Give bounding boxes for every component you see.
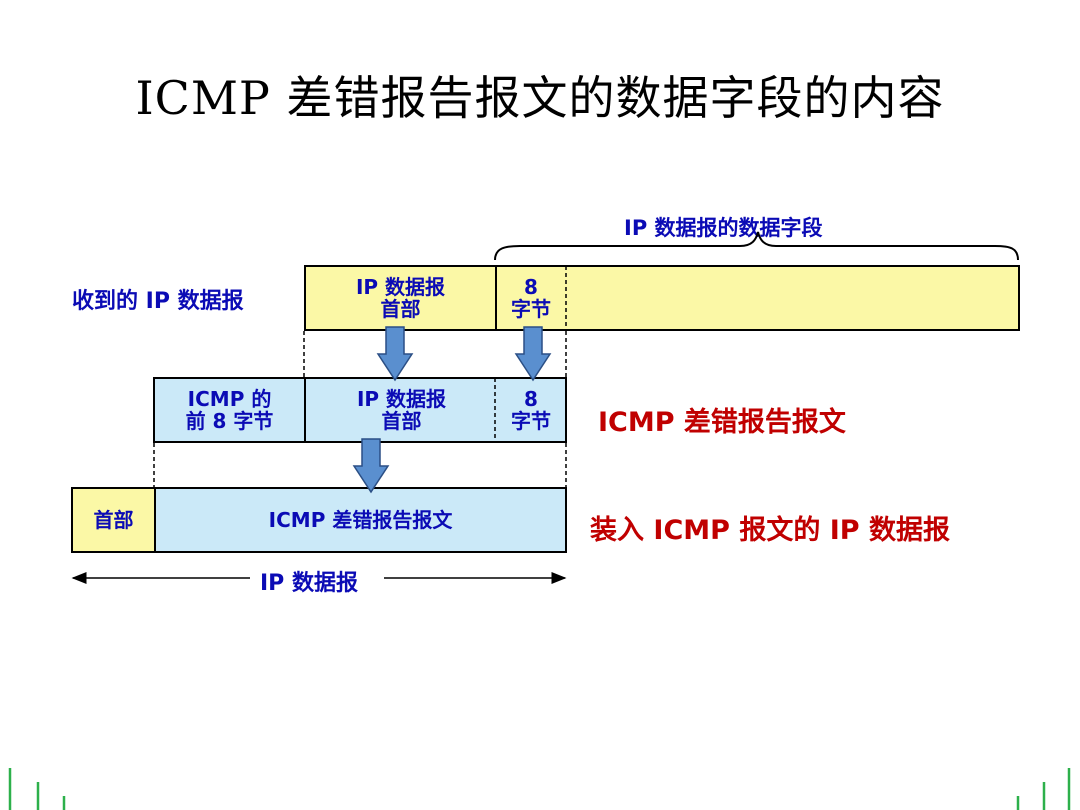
data-field-brace-label: IP 数据报的数据字段 [624,216,823,240]
row2-icmp-line1: ICMP 的 [187,387,272,411]
received-datagram-label: 收到的 IP 数据报 [72,289,244,314]
row2-8-bytes-cell: 8 字节 [496,378,566,442]
row1-ip-header-line2: 首部 [380,297,421,321]
row1-bytes-line1: 8 [524,275,538,299]
row2-ip-header-line2: 首部 [381,409,422,433]
row2-bytes-line1: 8 [524,387,538,411]
row2-icmp-line2: 前 8 字节 [185,409,274,433]
row2-icmp-first-8-bytes-box: ICMP 的 前 8 字节 [153,377,306,443]
row2-icmp-error-label: ICMP 差错报告报文 [598,407,846,438]
data-field-brace [494,231,1019,261]
ip-datagram-span-label: IP 数据报 [258,565,360,597]
down-arrow-header [376,326,414,382]
row2-bytes-line2: 字节 [511,409,551,433]
row1-ip-header-line1: IP 数据报 [355,275,446,299]
row2-ip-header-line1: IP 数据报 [356,387,447,411]
bottom-decoration-left [8,768,66,810]
down-arrow-encapsulate [352,438,390,494]
bottom-decoration-right [1016,768,1071,810]
row1-data-field-box [495,265,1020,331]
down-arrow-bytes [514,326,552,382]
slide-title: ICMP 差错报告报文的数据字段的内容 [135,71,945,125]
row2-ip-header-box: IP 数据报 首部 [304,377,567,443]
row1-8-bytes-cell: 8 字节 [496,266,566,330]
row3-icmp-message-box: ICMP 差错报告报文 [154,487,567,553]
row3-header-label: 首部 [93,508,134,532]
row1-bytes-line2: 字节 [511,297,551,321]
row3-encapsulated-label: 装入 ICMP 报文的 IP 数据报 [590,515,950,546]
row3-icmp-message-label: ICMP 差错报告报文 [268,508,453,532]
